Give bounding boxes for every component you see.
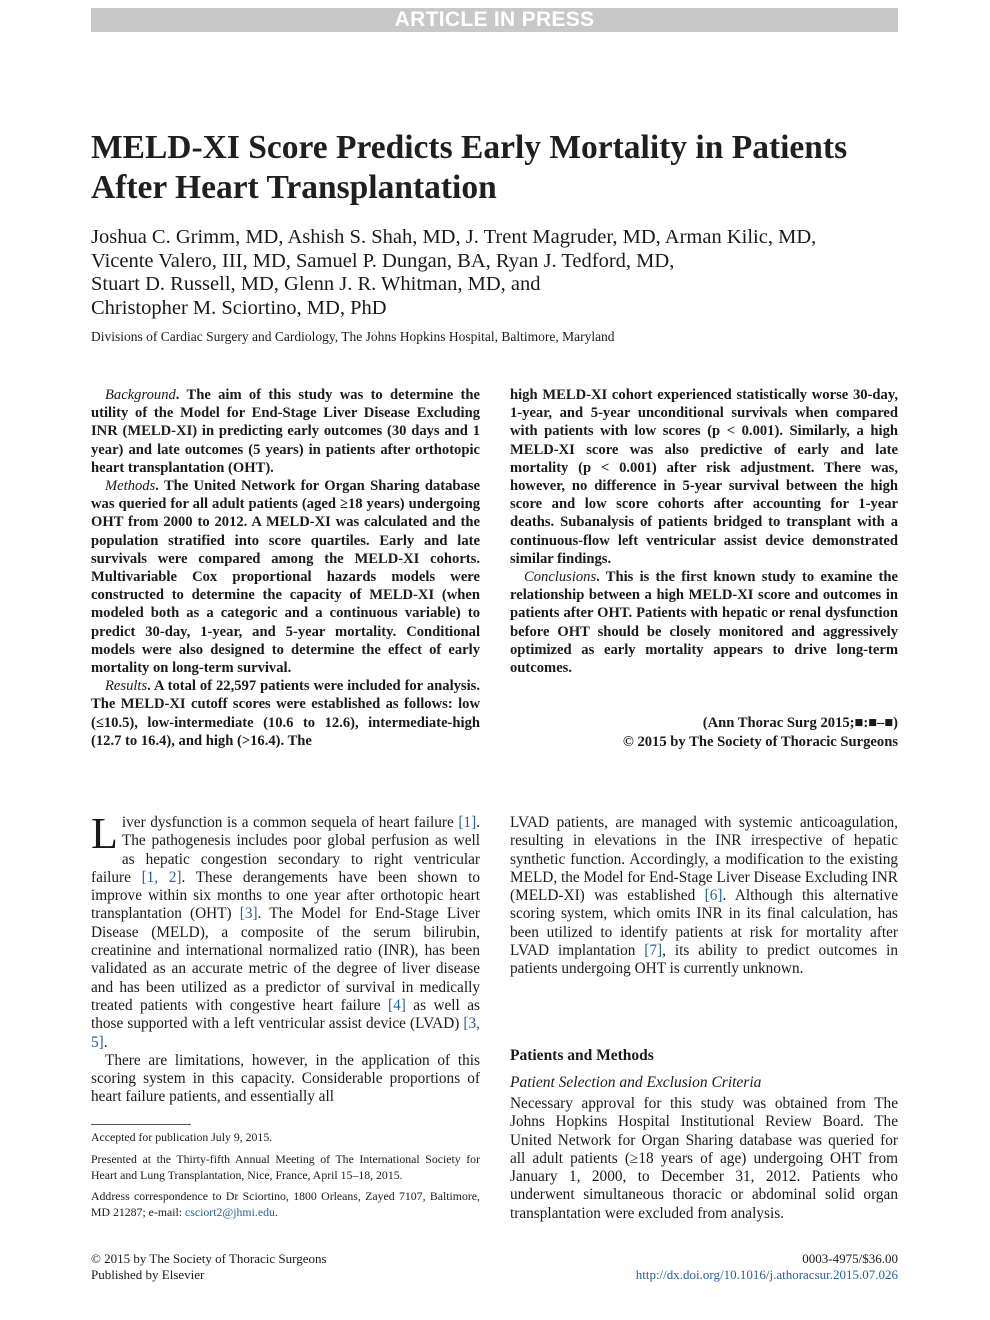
abstract-results: Results. A total of 22,597 patients were…: [91, 678, 480, 749]
footer-issn: 0003-4975/$36.00: [802, 1251, 898, 1266]
abstract-methods: Methods. The United Network for Organ Sh…: [91, 478, 480, 677]
reference-link-1-2[interactable]: [1, 2]: [141, 868, 182, 886]
meld-xi-paragraph: LVAD patients, are managed with systemic…: [510, 814, 898, 978]
affiliation: Divisions of Cardiac Surgery and Cardiol…: [91, 329, 615, 344]
reference-link-7[interactable]: [7]: [644, 942, 663, 960]
methods-body-column: Necessary approval for this study was ob…: [510, 1095, 898, 1223]
footer-publisher: Published by Elsevier: [91, 1267, 205, 1282]
citation-text: (Ann Thorac Surg 2015;■:■–■): [702, 715, 898, 731]
abstract-left-column: Background. The aim of this study was to…: [91, 386, 480, 750]
author-line: Stuart D. Russell, MD, Glenn J. R. Whitm…: [91, 273, 541, 295]
footer-copyright: © 2015 by The Society of Thoracic Surgeo…: [91, 1251, 327, 1266]
reference-link-6[interactable]: [6]: [704, 887, 723, 905]
journal-citation: (Ann Thorac Surg 2015;■:■–■) © 2015 by T…: [510, 714, 898, 751]
abstract-results-continued: high MELD-XI cohort experienced statisti…: [510, 387, 898, 567]
methods-label: Methods: [105, 478, 156, 495]
author-line: Christopher M. Sciortino, MD, PhD: [91, 296, 387, 319]
reference-link-3-5[interactable]: [3, 5]: [91, 1015, 480, 1051]
page-footer-left: © 2015 by The Society of Thoracic Surgeo…: [91, 1251, 491, 1283]
patient-selection-paragraph: Necessary approval for this study was ob…: [510, 1095, 898, 1222]
footnote-address: Address correspondence to Dr Sciortino, …: [91, 1189, 480, 1220]
drop-cap: L: [91, 809, 118, 858]
section-heading: Patients and Methods: [510, 1047, 654, 1064]
email-link[interactable]: csciort2@jhmi.edu: [185, 1205, 275, 1220]
citation-copyright: © 2015 by The Society of Thoracic Surgeo…: [622, 733, 898, 750]
body-right-column: LVAD patients, are managed with systemic…: [510, 814, 898, 979]
author-line: Vicente Valero, III, MD, Samuel P. Dunga…: [91, 249, 675, 272]
reference-link-3[interactable]: [3]: [239, 905, 258, 923]
abstract-right-column: high MELD-XI cohort experienced statisti…: [510, 386, 898, 677]
footnote-presented: Presented at the Thirty-fifth Annual Mee…: [91, 1151, 480, 1182]
abstract-conclusions: Conclusions. This is the first known stu…: [510, 569, 898, 677]
conclusions-label: Conclusions: [524, 569, 597, 586]
subsection-heading: Patient Selection and Exclusion Criteria: [510, 1074, 762, 1091]
author-line: Joshua C. Grimm, MD, Ashish S. Shah, MD,…: [91, 226, 817, 248]
reference-link-1[interactable]: [1]: [458, 814, 477, 831]
footnote-accepted: Accepted for publication July 9, 2015.: [91, 1130, 273, 1144]
abstract-background: Background. The aim of this study was to…: [91, 387, 480, 476]
reference-link-4[interactable]: [4]: [387, 996, 406, 1014]
page-footer-right: 0003-4975/$36.00 http://dx.doi.org/10.10…: [560, 1251, 898, 1283]
limitations-paragraph: There are limitations, however, in the a…: [91, 1051, 480, 1106]
article-in-press-banner: ARTICLE IN PRESS: [91, 8, 898, 32]
footnote-divider: [91, 1124, 191, 1125]
article-title: MELD-XI Score Predicts Early Mortality i…: [91, 129, 848, 206]
footnotes: Accepted for publication July 9, 2015. P…: [91, 1130, 480, 1227]
background-label: Background: [105, 387, 176, 403]
author-list: Joshua C. Grimm, MD, Ashish S. Shah, MD,…: [91, 226, 901, 320]
doi-link[interactable]: http://dx.doi.org/10.1016/j.athoracsur.2…: [635, 1267, 898, 1282]
results-label: Results: [105, 678, 148, 695]
